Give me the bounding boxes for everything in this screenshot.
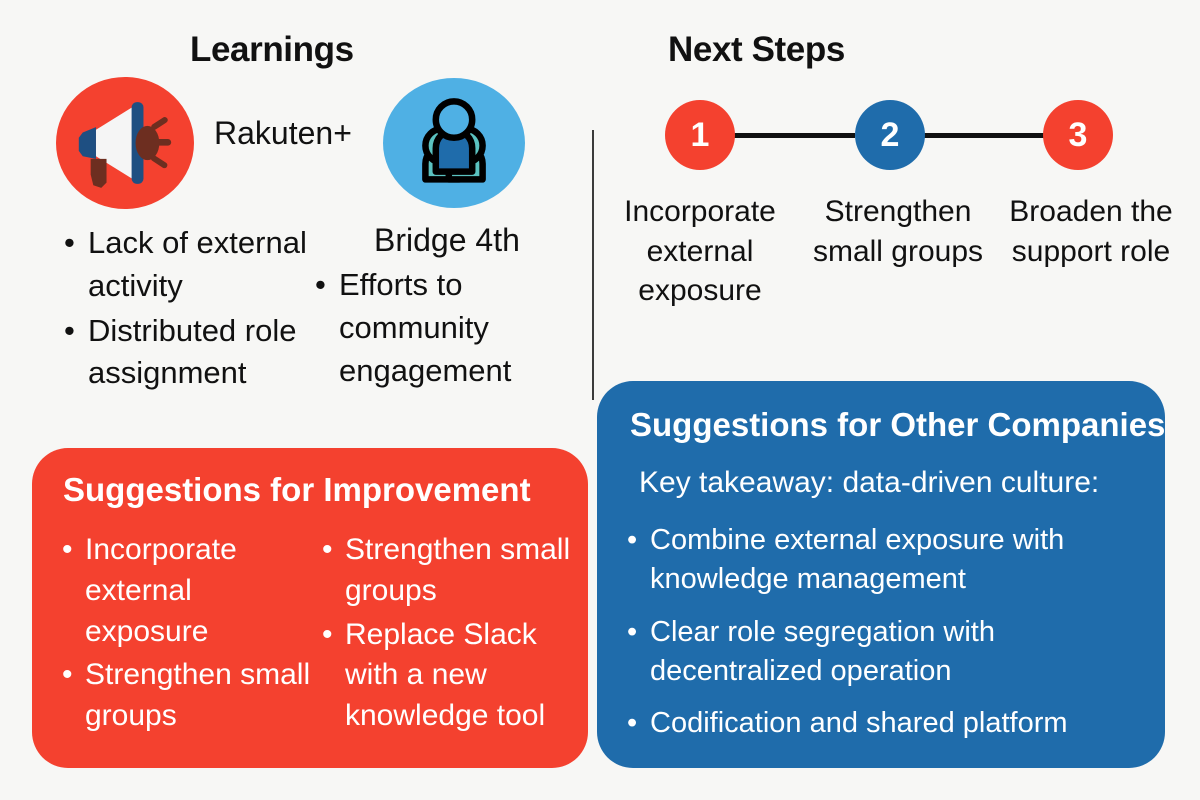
list-item: Lack of external activity <box>62 222 362 308</box>
step-circle-3[interactable]: 3 <box>1043 100 1113 170</box>
improvement-column-1: Incorporate external exposure Strengthen… <box>60 530 320 740</box>
step-circle-2[interactable]: 2 <box>855 100 925 170</box>
step-label-1: Incorporate external exposure <box>624 195 776 308</box>
step-label-2: Strengthen small groups <box>812 195 984 268</box>
list-item: Distributed role assignment <box>62 310 362 396</box>
next-steps-timeline: 1 2 3 <box>600 95 1200 185</box>
next-steps-labels: Incorporate external exposure Strengthen… <box>600 192 1200 311</box>
learnings-heading: Learnings <box>190 30 354 69</box>
list-item: Strengthen small groups <box>320 530 578 612</box>
bridge-4th-heading: Bridge 4th <box>374 222 520 258</box>
panel-title: Suggestions for Improvement <box>63 471 531 508</box>
timeline-connector <box>890 133 1045 138</box>
list-item: Clear role segregation with decentralize… <box>625 613 1150 691</box>
learnings-rakuten-bullets: Lack of external activity Distributed ro… <box>62 222 362 397</box>
list-item: Incorporate external exposure <box>60 530 320 652</box>
panel-subtitle: Key takeaway: data-driven culture: <box>639 466 1100 499</box>
panel-title: Suggestions for Other Companies <box>630 406 1166 443</box>
other-companies-bullets: Combine external exposure with knowledge… <box>625 521 1150 757</box>
list-item: Strengthen small groups <box>60 655 320 737</box>
next-steps-heading: Next Steps <box>668 30 845 69</box>
step-circle-1[interactable]: 1 <box>665 100 735 170</box>
improvement-column-2: Strengthen small groups Replace Slack wi… <box>320 530 578 740</box>
rakuten-plus-label: Rakuten+ <box>214 115 352 151</box>
group-people-icon <box>383 78 525 208</box>
list-item: Replace Slack with a new knowledge tool <box>320 615 578 737</box>
improvement-columns: Incorporate external exposure Strengthen… <box>60 530 578 740</box>
megaphone-icon <box>56 77 194 209</box>
timeline-connector <box>700 133 855 138</box>
list-item: Combine external exposure with knowledge… <box>625 521 1150 599</box>
step-label-3: Broaden the support role <box>1009 195 1173 268</box>
list-item: Codification and shared platform <box>625 704 1150 743</box>
suggestions-for-improvement-panel: Suggestions for Improvement Incorporate … <box>32 448 588 768</box>
suggestions-for-other-companies-panel: Suggestions for Other Companies Key take… <box>597 381 1165 768</box>
vertical-divider <box>592 130 594 400</box>
list-item: Efforts to community engagement <box>313 264 563 392</box>
learnings-bridge-bullets: Efforts to community engagement <box>313 264 563 394</box>
